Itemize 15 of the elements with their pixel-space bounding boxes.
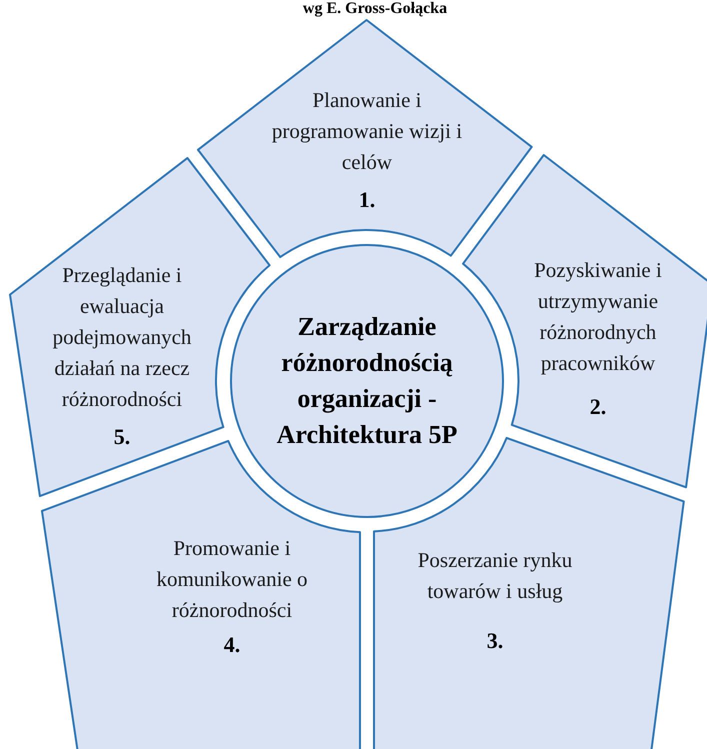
segment-number: 5.: [112, 422, 132, 451]
segment-number: 2.: [588, 392, 608, 421]
pentagon-segment: [10, 158, 270, 496]
pentagon-segment: [462, 155, 707, 488]
pentagon-segment: [198, 20, 532, 258]
segment-number: 4.: [222, 630, 242, 659]
center-title: Zarządzanie różnorodnością organizacji - Architektura 5P: [276, 311, 458, 451]
segment-text: Planowanie i programowanie wizji i celów: [270, 87, 464, 176]
segment-number: 1.: [358, 186, 376, 214]
diagram-title: wg E. Gross-Gołącka: [302, 0, 448, 17]
segment-number: 3.: [486, 626, 504, 655]
segment-text: Pozyskiwanie i utrzymywanie różnorodnych pracowników: [533, 256, 663, 377]
segment-text: Przeglądanie i ewaluacja podejmowanych działań na rzecz różnorodności: [52, 262, 192, 413]
segment-text: Poszerzanie rynku towarów i usług: [416, 546, 574, 605]
segment-text: Promowanie i komunikowanie o różnorodności: [155, 534, 309, 624]
